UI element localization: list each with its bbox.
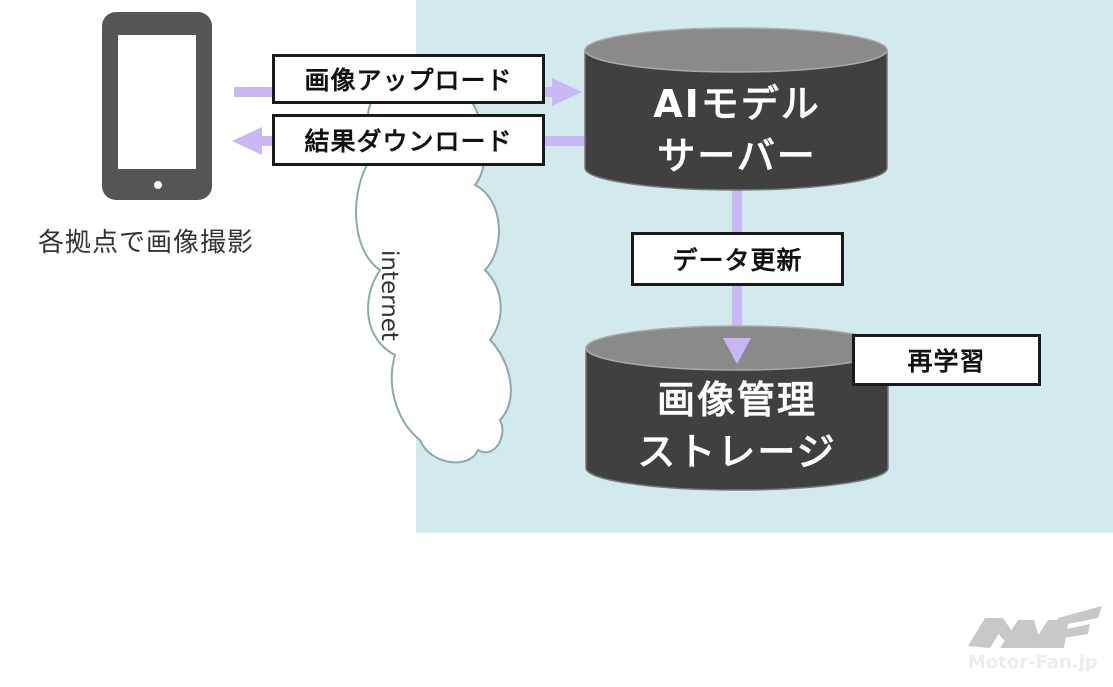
storage-line1: 画像管理 [656, 378, 817, 422]
ai-server-line1: AIモデル [653, 82, 821, 126]
ai-server-line2: サーバー [657, 134, 817, 178]
motorfan-logo-icon [968, 606, 1102, 648]
download-label: 結果ダウンロード [272, 114, 545, 166]
device-caption: 各拠点で画像撮影 [38, 228, 255, 258]
storage-line2: ストレージ [637, 430, 837, 474]
internet-label: internet [376, 250, 402, 341]
storage-cylinder [585, 325, 889, 491]
update-label: データ更新 [631, 232, 844, 286]
storage-label: 画像管理 ストレージ [586, 374, 888, 478]
retrain-label: 再学習 [852, 334, 1041, 386]
watermark-text: Motor-Fan.jp [968, 652, 1098, 673]
ai-server-label: AIモデル サーバー [586, 78, 888, 182]
upload-label: 画像アップロード [272, 54, 545, 104]
ai-server-cylinder [584, 27, 888, 191]
smartphone-icon [102, 12, 212, 200]
internet-cloud-shape [355, 99, 512, 464]
